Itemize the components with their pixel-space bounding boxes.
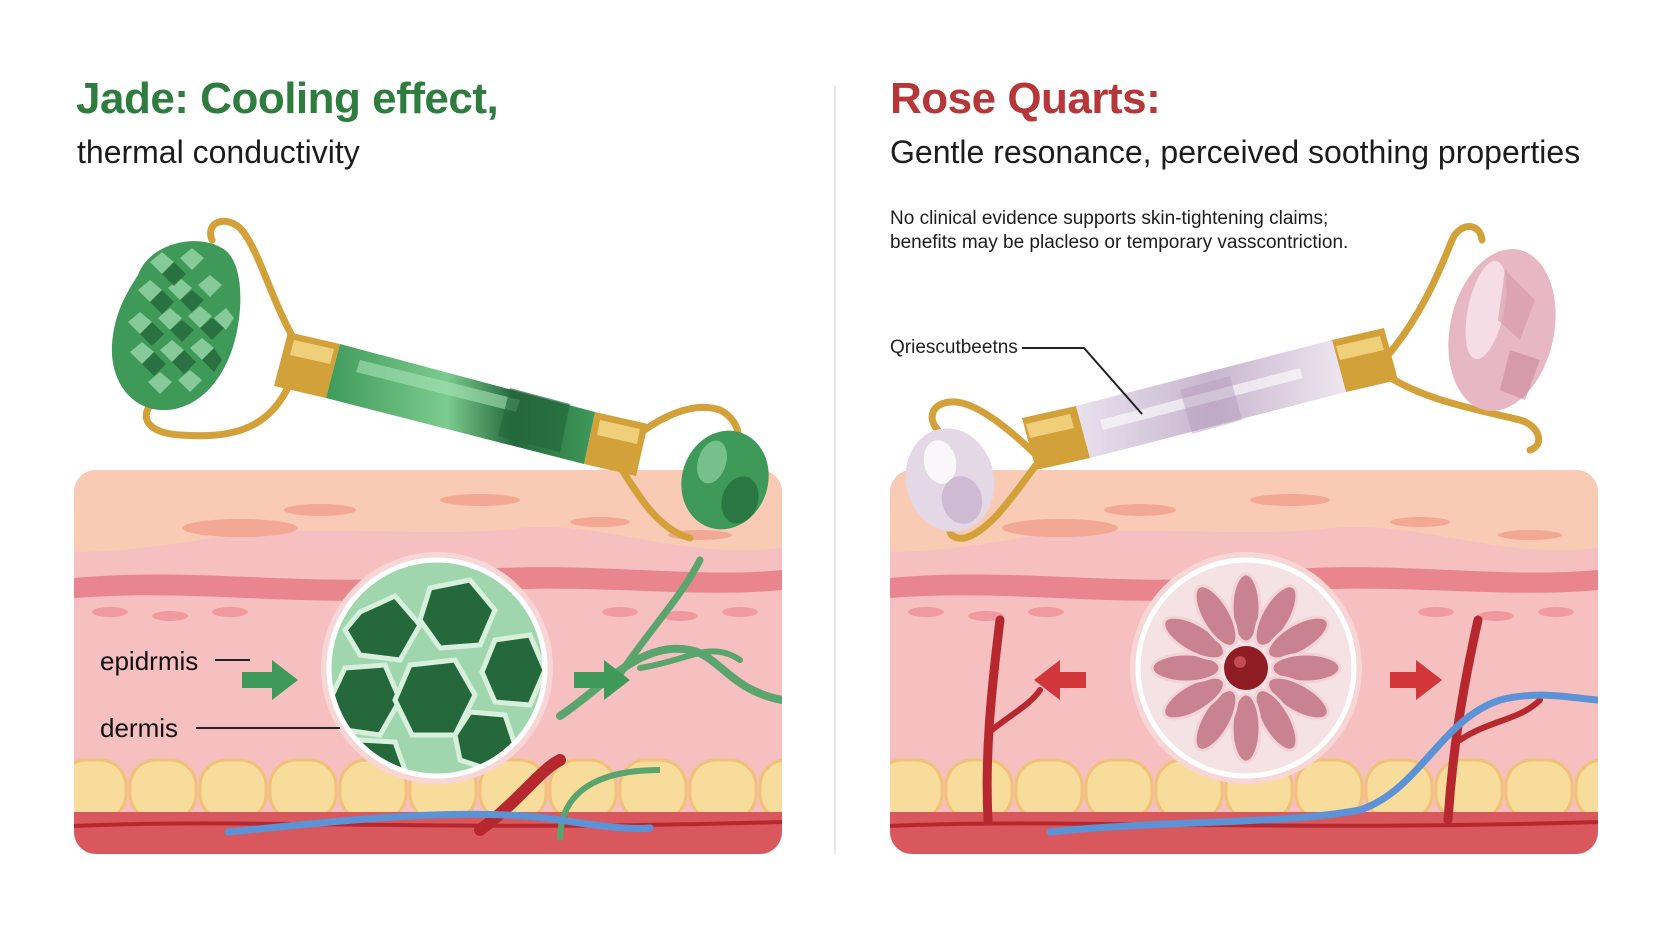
arrow-right-icon — [574, 660, 630, 700]
evidence-note-line-1: No clinical evidence supports skin-tight… — [890, 208, 1329, 229]
jade-subtitle: thermal conductivity — [77, 134, 360, 170]
arrow-left-icon — [1034, 660, 1086, 700]
callout-leader-line — [1022, 347, 1143, 415]
epidermis-label: epidrmis — [100, 646, 199, 676]
dermis-label: dermis — [100, 713, 179, 743]
jade-magnified-tissue — [321, 552, 553, 784]
callout-label: Qriescutbeetns — [890, 337, 1018, 358]
jade-skin-cross-section — [74, 470, 782, 854]
rose-quartz-roller — [905, 223, 1556, 542]
panel-divider — [834, 86, 836, 854]
jade-title: Jade: Cooling effect, — [76, 74, 499, 123]
rose-subtitle: Gentle resonance, perceived soothing pro… — [890, 134, 1581, 170]
rose-magnified-tissue — [1130, 552, 1362, 784]
evidence-note-line-2: benefits may be placleso or temporary va… — [890, 232, 1349, 253]
arrow-right-icon — [1390, 660, 1442, 700]
jade-roller — [111, 217, 769, 542]
arrow-right-icon — [242, 660, 298, 700]
rose-title: Rose Quarts: — [890, 74, 1161, 123]
